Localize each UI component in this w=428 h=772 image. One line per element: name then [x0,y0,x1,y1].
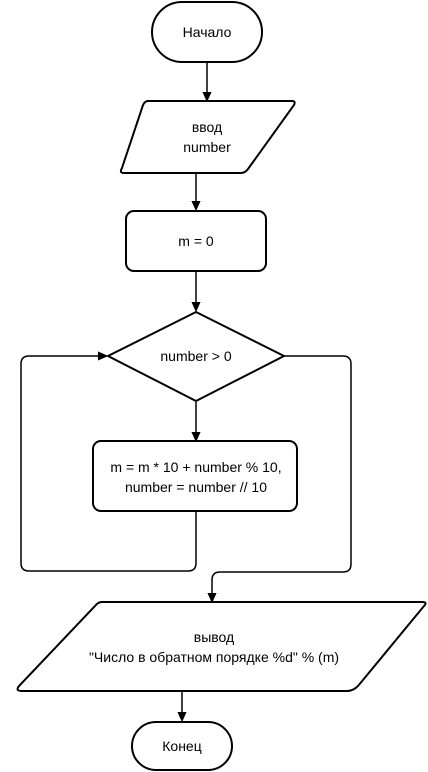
start-label: Начало [183,24,232,40]
condition-label: number > 0 [160,348,231,364]
init-node: m = 0 [125,210,267,272]
body-line-1: m = m * 10 + number % 10, [110,459,281,475]
edges [20,62,352,720]
init-label: m = 0 [178,233,214,249]
edge-body-loop-back [20,356,197,572]
start-node: Начало [151,1,263,63]
input-line-2: number [183,139,231,155]
output-node: вывод "Число в обратном порядке %d" % (m… [16,601,427,692]
condition-node: number > 0 [105,310,287,403]
body-node: m = m * 10 + number % 10, number = numbe… [92,440,298,512]
end-node: Конец [131,721,233,771]
output-line-1: вывод [194,629,234,645]
edge-condition-to-output [212,355,352,601]
input-node: ввод number [119,100,296,174]
input-line-1: ввод [192,119,222,135]
output-line-2: "Число в обратном порядке %d" % (m) [89,649,339,665]
end-label: Конец [162,738,201,754]
body-line-2: number = number // 10 [125,479,267,495]
